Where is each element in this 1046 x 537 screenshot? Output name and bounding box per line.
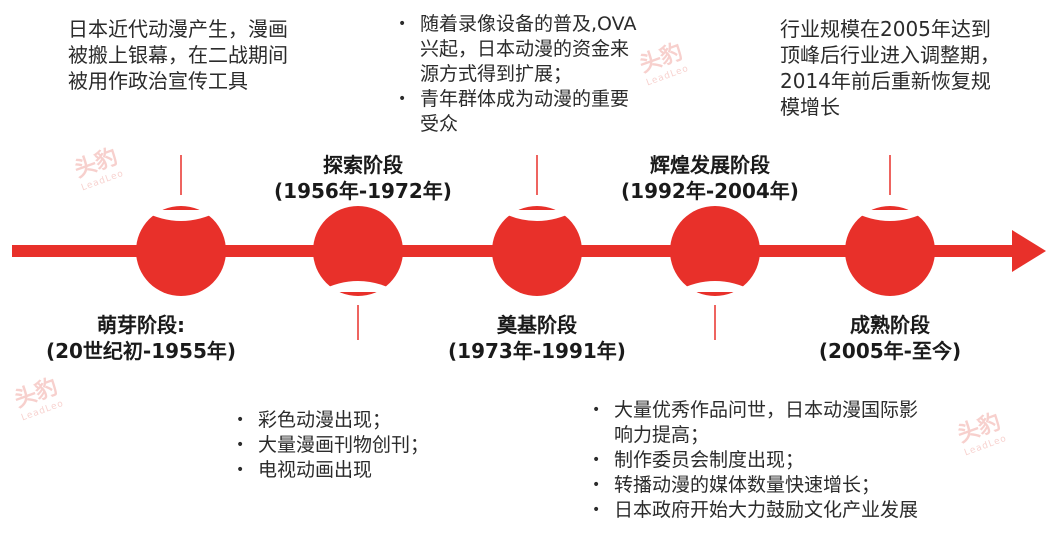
bullet-icon: • xyxy=(398,91,407,107)
bullet-icon: • xyxy=(592,402,601,418)
stage-4-period: (1992年-2004年) xyxy=(621,179,799,203)
list-item: •转播动漫的媒体数量快速增长； xyxy=(592,474,881,496)
bullet-icon: • xyxy=(592,452,601,468)
stage-4-name: 辉煌发展阶段 xyxy=(650,153,770,177)
desc-line: 顶峰后行业进入调整期， xyxy=(780,43,1000,67)
stage-2-bullets: •彩色动漫出现； •大量漫画刊物创刊； •电视动画出现 xyxy=(232,408,429,483)
stage-5-label: 成熟阶段 (2005年-至今) xyxy=(790,312,990,364)
bullet-icon: • xyxy=(236,462,245,478)
timeline-arrow-head xyxy=(1012,230,1046,272)
stage-node-2 xyxy=(313,206,403,296)
list-item: •制作委员会制度出现； xyxy=(592,449,805,471)
stage-1-label: 萌芽阶段: (20世纪初-1955年) xyxy=(36,312,246,364)
list-item: •彩色动漫出现； xyxy=(236,409,392,431)
list-item: •大量漫画刊物创刊； xyxy=(236,434,430,456)
desc-line: 行业规模在2005年达到 xyxy=(780,17,991,41)
bullet-icon: • xyxy=(236,437,245,453)
bullet-icon: • xyxy=(592,477,601,493)
stage-4-label: 辉煌发展阶段 (1992年-2004年) xyxy=(595,152,825,204)
stage-2-period: (1956年-1972年) xyxy=(274,179,452,203)
list-item: • 随着录像设备的普及,OVA 兴起，日本动漫的资金来 源方式得到扩展； xyxy=(398,13,637,85)
desc-line: 2014年前后重新恢复规 xyxy=(780,69,991,93)
bullet-icon: • xyxy=(592,502,601,518)
stage-2-label: 探索阶段 (1956年-1972年) xyxy=(258,152,468,204)
stage-1-period: (20世纪初-1955年) xyxy=(45,339,237,363)
stage-5-period: (2005年-至今) xyxy=(818,339,962,363)
bullet-icon: • xyxy=(236,412,245,428)
stage-3-name: 奠基阶段 xyxy=(497,313,577,337)
list-item: •电视动画出现 xyxy=(236,459,373,481)
list-item: • 青年群体成为动漫的重要 受众 xyxy=(398,88,630,135)
stage-4-bullets: • 大量优秀作品问世，日本动漫国际影 响力提高； •制作委员会制度出现； •转播… xyxy=(588,398,918,523)
stage-3-bullets: • 随着录像设备的普及,OVA 兴起，日本动漫的资金来 源方式得到扩展； • 青… xyxy=(394,12,636,137)
list-item: • 大量优秀作品问世，日本动漫国际影 响力提高； xyxy=(592,399,919,446)
bullet-icon: • xyxy=(398,16,407,32)
stage-3-label: 奠基阶段 (1973年-1991年) xyxy=(432,312,642,364)
stage-node-4 xyxy=(670,206,760,296)
stage-2-name: 探索阶段 xyxy=(323,153,403,177)
stage-1-description: 日本近代动漫产生，漫画 被搬上银幕，在二战期间 被用作政治宣传工具 xyxy=(68,16,288,94)
desc-line: 日本近代动漫产生，漫画 xyxy=(68,17,288,41)
stage-node-3 xyxy=(492,206,582,296)
desc-line: 被用作政治宣传工具 xyxy=(68,69,248,93)
stage-5-name: 成熟阶段 xyxy=(850,313,930,337)
stage-5-description: 行业规模在2005年达到 顶峰后行业进入调整期， 2014年前后重新恢复规 模增… xyxy=(780,16,1000,120)
desc-line: 被搬上银幕，在二战期间 xyxy=(68,43,288,67)
stage-node-5 xyxy=(845,206,935,296)
list-item: •日本政府开始大力鼓励文化产业发展 xyxy=(592,499,919,521)
stage-node-1 xyxy=(136,206,226,296)
stage-1-name: 萌芽阶段: xyxy=(97,313,185,337)
desc-line: 模增长 xyxy=(780,95,840,119)
stage-3-period: (1973年-1991年) xyxy=(448,339,626,363)
